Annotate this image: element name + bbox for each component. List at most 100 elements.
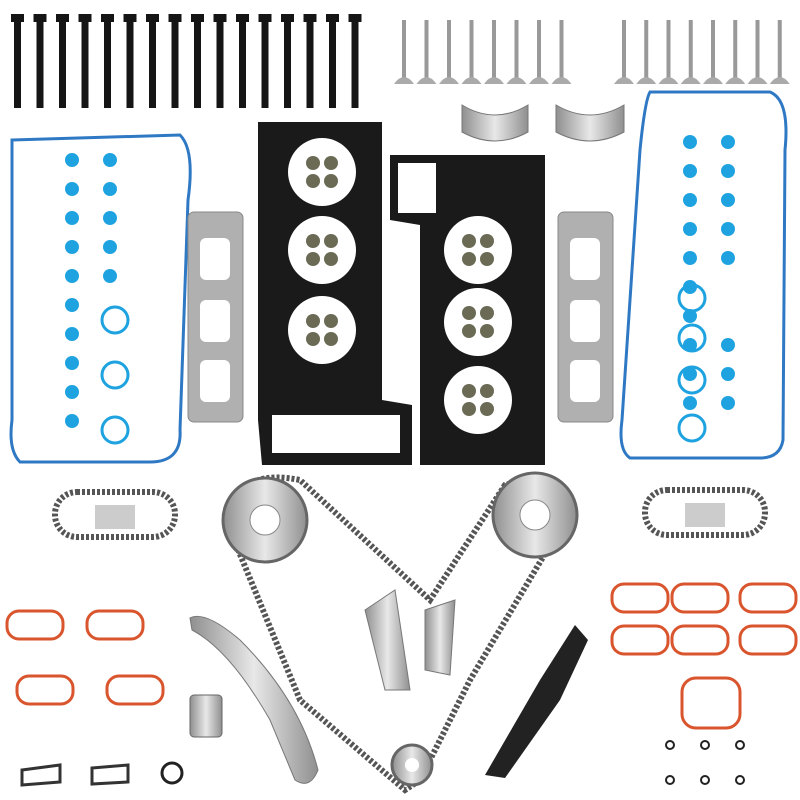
valve-stem <box>514 20 519 78</box>
valve-seal <box>103 153 117 167</box>
valve-seal <box>683 222 697 236</box>
valve-stem <box>469 20 474 78</box>
bolt-head <box>281 14 294 22</box>
intake-gaskets <box>5 582 798 730</box>
valve-stem <box>559 20 564 78</box>
stem-seal <box>306 234 320 248</box>
stem-seal <box>480 252 494 266</box>
valve-stem <box>688 20 693 78</box>
valve-stem <box>622 20 626 78</box>
head-bolt <box>329 20 336 108</box>
intake-gasket <box>610 624 670 656</box>
valve-stem <box>644 20 649 78</box>
valve-seal <box>721 367 735 381</box>
stem-seal <box>480 384 494 398</box>
turbo-gasket-1 <box>20 763 62 787</box>
bolt-head <box>123 14 137 22</box>
intake-gasket <box>610 582 670 614</box>
stem-seal <box>462 384 476 398</box>
valve-seal <box>683 309 697 323</box>
valve-seal <box>103 269 117 283</box>
stem-seal <box>306 252 320 266</box>
bolt-head <box>78 14 92 22</box>
valve-seal <box>65 269 79 283</box>
valve-head <box>680 77 701 84</box>
head-bolts <box>11 14 362 108</box>
bolt-head <box>11 14 24 22</box>
bolt-head <box>236 14 249 22</box>
intake-gasket <box>85 609 145 641</box>
valve-seal <box>65 356 79 370</box>
cam-sprocket-right <box>491 471 579 559</box>
valve-seal <box>65 211 79 225</box>
valve-head <box>747 77 768 84</box>
tensioner-left <box>52 489 178 540</box>
bolt-head <box>191 14 204 22</box>
intake-gasket <box>738 582 798 614</box>
valve-seal <box>683 135 697 149</box>
head-bolt <box>171 20 179 108</box>
valve-seal <box>65 153 79 167</box>
stem-seal <box>324 174 338 188</box>
valve-seal <box>65 327 79 341</box>
guide-bracket-1 <box>364 589 411 691</box>
valve-stem <box>711 20 715 78</box>
valve-head <box>636 77 657 84</box>
cam-sprocket-left <box>221 476 309 564</box>
stem-seal <box>462 402 476 416</box>
chain-guide-left <box>189 615 319 784</box>
valve-seal <box>65 385 79 399</box>
valve-head <box>769 77 790 84</box>
valve-seal <box>721 135 735 149</box>
stem-seal <box>324 156 338 170</box>
seal-ring <box>677 283 707 313</box>
seal-ring <box>677 323 707 353</box>
valve-seal <box>103 240 117 254</box>
valve-head <box>484 77 504 84</box>
valve-seal <box>103 182 117 196</box>
head-bolt <box>239 20 246 108</box>
bolt-head <box>303 14 317 22</box>
bearings-right <box>555 104 625 142</box>
stem-seal <box>462 324 476 338</box>
bolt-head <box>56 14 69 22</box>
head-bolt <box>306 20 314 108</box>
valve-stem <box>447 20 451 78</box>
valve-seal <box>721 338 735 352</box>
stem-seal <box>480 306 494 320</box>
intake-gasket <box>670 624 730 656</box>
bolt-head <box>258 14 272 22</box>
valve-head <box>461 77 482 84</box>
valve-seal <box>683 164 697 178</box>
valve-cover-gasket-right <box>619 90 788 460</box>
head-bolt <box>149 20 156 108</box>
head-bolt <box>194 20 201 108</box>
seal-ring <box>100 415 130 445</box>
seal-ring <box>100 305 130 335</box>
valve-seal <box>65 182 79 196</box>
valve-seal <box>65 414 79 428</box>
valve-head <box>703 77 723 84</box>
valve-head <box>506 77 527 84</box>
bolt-head <box>146 14 159 22</box>
intake-gasket-large <box>680 676 742 730</box>
seal-ring <box>677 413 707 443</box>
valve-stem <box>666 20 671 78</box>
head-bolt <box>126 20 134 108</box>
intake-gasket <box>5 609 65 641</box>
bolt-head <box>213 14 227 22</box>
stem-seal <box>462 234 476 248</box>
valve-head <box>725 77 746 84</box>
valve-seal <box>721 396 735 410</box>
small-o-ring <box>735 775 745 785</box>
valve-head <box>658 77 679 84</box>
valve-seal <box>721 222 735 236</box>
stem-seal <box>324 332 338 346</box>
small-o-ring <box>665 740 675 750</box>
head-bolt <box>104 20 111 108</box>
guide-bracket-2 <box>424 599 456 676</box>
head-bolt <box>36 20 44 108</box>
valve-cover-gasket-left <box>9 133 192 464</box>
head-bolt <box>81 20 89 108</box>
